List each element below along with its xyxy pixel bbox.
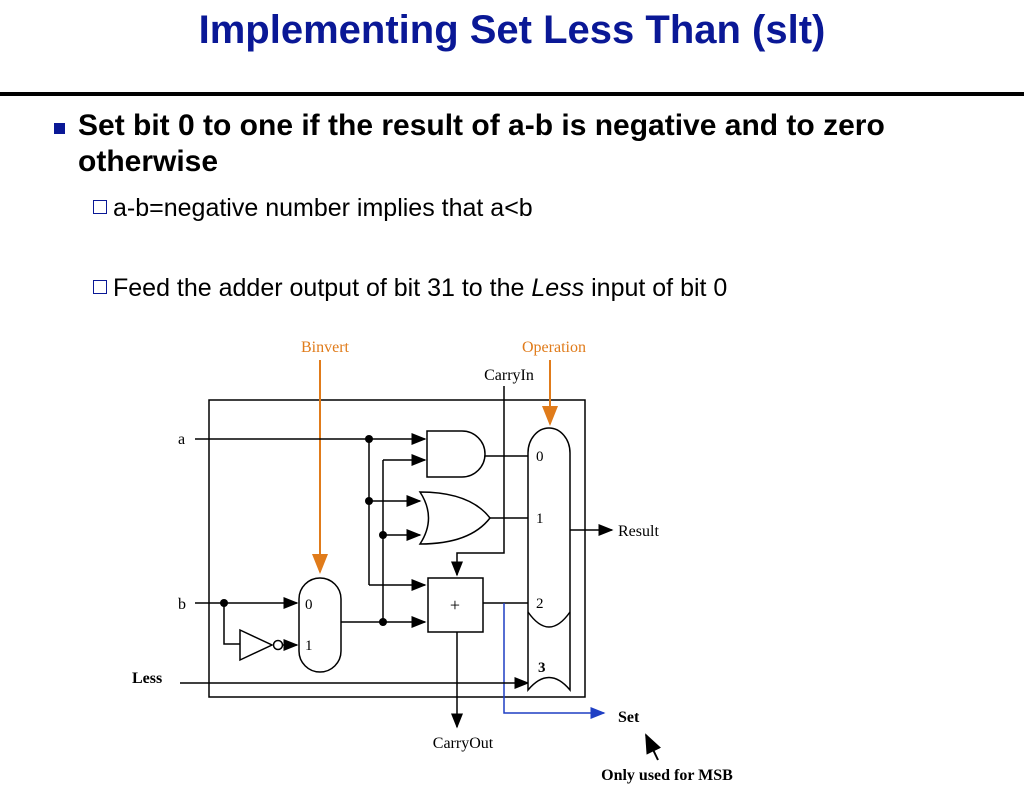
- result-label: Result: [618, 523, 659, 540]
- inverter-gate: [239, 628, 274, 662]
- main-bullet: Set bit 0 to one if the result of a-b is…: [78, 109, 885, 178]
- note-arrow: [645, 733, 662, 761]
- binvert-mux: [298, 577, 342, 673]
- inverter-bubble: [272, 639, 284, 651]
- input-b-label: b: [178, 596, 186, 613]
- hollow-square-bullet-icon: [93, 280, 107, 294]
- mux-input-2: 2: [536, 596, 544, 612]
- hollow-square-bullet-icon: [93, 200, 107, 214]
- bmux-input-0: 0: [305, 597, 313, 613]
- msb-note: Only used for MSB: [601, 767, 733, 784]
- set-wire: [503, 603, 606, 719]
- mux-extension-divider: [527, 611, 571, 628]
- adder-block: [427, 577, 484, 633]
- mux-input-1: 1: [536, 511, 544, 527]
- sub-bullet-1: a-b=negative number implies that a<b: [93, 194, 533, 223]
- alu-outline: [208, 399, 586, 698]
- sub-bullet-2-text-b: input of bit 0: [584, 274, 728, 302]
- sub-bullet-2-emphasis: Less: [531, 274, 585, 302]
- carryin-wire: [451, 386, 505, 577]
- mux-input-3: 3: [538, 660, 546, 676]
- set-label: Set: [618, 709, 640, 726]
- bullet-square-icon: [54, 123, 65, 134]
- slide-title: Implementing Set Less Than (slt): [198, 8, 826, 52]
- alu-bit-diagram: Binvert Operation CarryIn a b Less 0 1 +…: [132, 339, 733, 784]
- less-label: Less: [132, 670, 162, 687]
- or-gate: [418, 491, 491, 545]
- sub-bullet-1-text: a-b=negative number implies that a<b: [113, 194, 533, 222]
- binvert-label: Binvert: [301, 339, 350, 356]
- title-divider: [0, 92, 1024, 96]
- adder-symbol: +: [450, 595, 460, 615]
- operation-label: Operation: [522, 339, 586, 356]
- junction-dot: [379, 618, 387, 626]
- bmux-input-1: 1: [305, 638, 313, 654]
- carryout-label: CarryOut: [433, 735, 494, 752]
- result-mux: [527, 427, 571, 693]
- carryin-label: CarryIn: [484, 367, 534, 384]
- b-to-inverter-wire: [223, 603, 240, 645]
- sub-bullet-2-text-a: Feed the adder output of bit 31 to the: [113, 274, 532, 302]
- sub-bullet-2: Feed the adder output of bit 31 to the L…: [93, 274, 727, 303]
- mux-input-0: 0: [536, 449, 544, 465]
- input-a-label: a: [178, 431, 185, 448]
- and-gate: [426, 430, 486, 478]
